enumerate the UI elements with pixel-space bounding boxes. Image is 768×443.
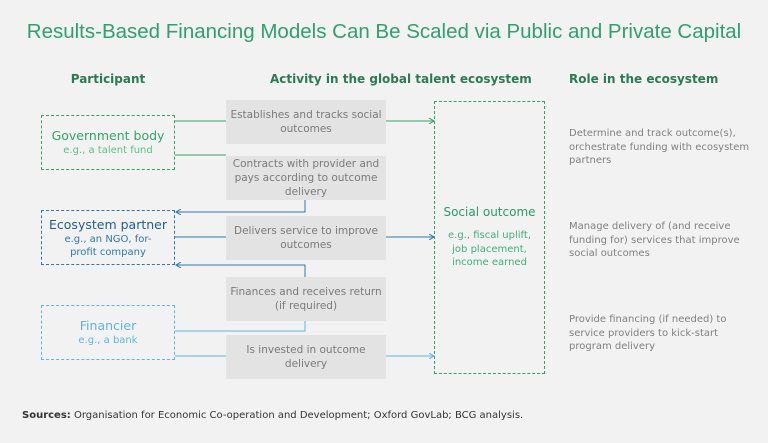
sources-note: Sources: Organisation for Economic Co-op…	[22, 410, 523, 421]
arrow-finances-partner	[176, 265, 306, 277]
line-financier-finances	[175, 321, 306, 332]
participant-name: Government body	[51, 128, 165, 143]
activity-box: Is invested in outcome delivery	[226, 335, 386, 379]
participant-example: e.g., a talent fund	[63, 145, 153, 156]
social-outcome-box: Social outcome e.g., fiscal uplift, job …	[434, 101, 545, 374]
activity-box: Contracts with provider and pays accordi…	[226, 156, 386, 200]
participant-name: Financier	[79, 318, 137, 333]
participant-government: Government body e.g., a talent fund	[41, 115, 175, 170]
activity-box: Finances and receives return (if require…	[226, 277, 386, 321]
arrow-contracts-partner	[176, 200, 306, 212]
header-participant: Participant	[70, 72, 146, 86]
role-text: Manage delivery of (and receive funding …	[569, 221, 740, 259]
outcome-title: Social outcome	[443, 205, 536, 219]
participant-name: Ecosystem partner	[49, 216, 167, 232]
participant-example: e.g., an NGO, for-profit company	[64, 233, 152, 258]
activity-box: Delivers service to improve outcomes	[226, 216, 386, 260]
header-role: Role in the ecosystem	[569, 72, 719, 86]
header-activity: Activity in the global talent ecosystem	[270, 72, 532, 86]
participant-example: e.g., a bank	[78, 335, 138, 346]
sources-text: Organisation for Economic Co-operation a…	[70, 410, 524, 421]
participant-ecosystem-partner: Ecosystem partner e.g., an NGO, for-prof…	[41, 210, 175, 265]
participant-financier: Financier e.g., a bank	[41, 305, 175, 360]
page-title: Results-Based Financing Models Can Be Sc…	[26, 20, 742, 43]
sources-label: Sources:	[22, 410, 71, 421]
role-text: Provide financing (if needed) to service…	[569, 314, 727, 352]
role-text: Determine and track outcome(s), orchestr…	[569, 128, 750, 166]
outcome-examples: e.g., fiscal uplift, job placement, inco…	[448, 230, 531, 268]
activity-box: Establishes and tracks social outcomes	[226, 100, 386, 144]
